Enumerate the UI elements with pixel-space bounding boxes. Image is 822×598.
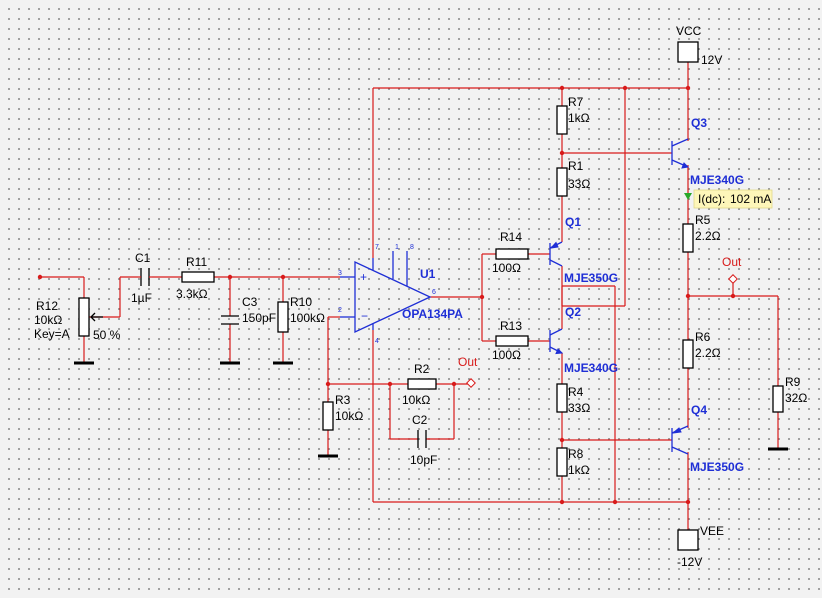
r8-ref: R8 — [568, 447, 584, 461]
c1-ref: C1 — [135, 251, 151, 265]
r10-ref: R10 — [290, 295, 312, 309]
r1-ref: R1 — [568, 159, 584, 173]
r12-ref: R12 — [36, 299, 58, 313]
vcc-value: 12V — [701, 53, 722, 67]
wires — [40, 62, 779, 530]
resistor-r10[interactable]: R10 100kΩ — [277, 295, 325, 333]
c2-ref: C2 — [412, 413, 428, 427]
capacitor-c3[interactable]: C3 150pF — [221, 295, 276, 325]
resistor-r8[interactable]: R8 1kΩ — [556, 447, 590, 477]
capacitor-c1[interactable]: C1 1µF — [131, 251, 152, 305]
out-probe-1-label: Out — [458, 355, 478, 369]
c2-value: 10pF — [410, 453, 437, 467]
r5-value: 2.2Ω — [695, 229, 721, 243]
opamp-u1[interactable]: + − 7 1 8 3 2 6 4 U1 OPA134PA — [338, 244, 463, 345]
r7-value: 1kΩ — [568, 111, 590, 125]
r13-value: 100Ω — [492, 348, 521, 362]
out-probe-1[interactable]: Out — [458, 355, 478, 388]
u1-minus-sign: − — [361, 309, 368, 323]
r12-wiper: 50 % — [93, 328, 121, 342]
r12-value: 10kΩ — [34, 313, 62, 327]
q1-ref: Q1 — [565, 215, 581, 229]
q2-ref: Q2 — [565, 305, 581, 319]
current-probe[interactable]: I(dc): 102 mA — [684, 189, 773, 209]
out-probe-2-label: Out — [722, 255, 742, 269]
resistor-r11[interactable]: R11 3.3kΩ — [176, 255, 215, 301]
u1-part: OPA134PA — [402, 307, 463, 321]
r7-ref: R7 — [568, 95, 584, 109]
r11-value: 3.3kΩ — [176, 287, 208, 301]
vee-source[interactable]: VEE -12V — [677, 524, 724, 569]
r2-value: 10kΩ — [402, 393, 430, 407]
resistor-r5[interactable]: R5 2.2Ω — [682, 213, 721, 253]
u1-pin-1: 1 — [395, 244, 399, 251]
r3-ref: R3 — [335, 393, 351, 407]
resistor-r6[interactable]: R6 2.2Ω — [682, 330, 721, 369]
r11-ref: R11 — [186, 255, 207, 269]
resistor-r3[interactable]: R3 10kΩ — [322, 393, 363, 431]
vcc-source[interactable]: VCC 12V — [676, 24, 722, 67]
out-probe-2[interactable]: Out — [722, 255, 742, 284]
current-probe-label: I(dc): — [698, 192, 725, 206]
c3-value: 150pF — [242, 311, 276, 325]
current-probe-box — [693, 189, 773, 209]
resistor-r7[interactable]: R7 1kΩ — [556, 95, 590, 135]
vcc-name: VCC — [676, 24, 702, 38]
resistor-r1[interactable]: R1 33Ω — [556, 159, 590, 197]
u1-pin-4: 4 — [375, 338, 379, 345]
r8-value: 1kΩ — [568, 463, 590, 477]
transistor-q2[interactable]: Q2 MJE340G — [549, 305, 618, 375]
q2-part: MJE340G — [564, 361, 618, 375]
u1-ref: U1 — [420, 267, 436, 281]
q3-ref: Q3 — [691, 116, 707, 130]
r14-ref: R14 — [500, 230, 522, 244]
r4-value: 33Ω — [568, 401, 590, 415]
r6-value: 2.2Ω — [695, 346, 721, 360]
q4-ref: Q4 — [691, 403, 707, 417]
r9-ref: R9 — [785, 375, 801, 389]
r2-ref: R2 — [414, 362, 430, 376]
resistor-r14[interactable]: R14 100Ω — [492, 230, 529, 275]
u1-pin-8: 8 — [410, 244, 414, 251]
r9-value: 32Ω — [785, 391, 807, 405]
vee-name: VEE — [700, 524, 724, 538]
u1-plus-sign: + — [360, 270, 367, 284]
q4-part: MJE350G — [690, 460, 744, 474]
capacitor-c2[interactable]: C2 10pF — [410, 413, 437, 467]
u1-pin-3: 3 — [338, 270, 342, 277]
r12-key: Key=A — [34, 327, 70, 341]
resistor-r13[interactable]: R13 100Ω — [492, 319, 529, 362]
r10-value: 100kΩ — [290, 311, 325, 325]
current-probe-arrow-icon — [684, 193, 692, 200]
resistor-r9[interactable]: R9 32Ω — [772, 375, 807, 413]
resistor-r4[interactable]: R4 33Ω — [556, 383, 590, 415]
r1-value: 33Ω — [568, 177, 590, 191]
u1-pin-2: 2 — [338, 307, 342, 314]
vee-value: -12V — [677, 555, 702, 569]
input-terminal[interactable] — [37, 274, 43, 280]
u1-pin-6: 6 — [432, 289, 436, 296]
ground-symbols — [74, 361, 788, 458]
q1-part: MJE350G — [564, 271, 618, 285]
c1-value: 1µF — [131, 291, 152, 305]
c3-ref: C3 — [242, 295, 258, 309]
junction-dots — [227, 85, 736, 505]
r4-ref: R4 — [568, 385, 584, 399]
potentiometer-r12[interactable]: R12 10kΩ Key=A 50 % — [34, 297, 121, 342]
r6-ref: R6 — [695, 330, 711, 344]
r13-ref: R13 — [500, 319, 522, 333]
q3-part: MJE340G — [690, 173, 744, 187]
u1-pin-7: 7 — [375, 244, 379, 251]
transistor-q3[interactable]: Q3 MJE340G — [671, 116, 744, 187]
current-probe-value: 102 mA — [730, 192, 771, 206]
r3-value: 10kΩ — [335, 409, 363, 423]
transistor-q1[interactable]: Q1 MJE350G — [549, 215, 618, 285]
resistor-r2[interactable]: R2 10kΩ — [402, 362, 437, 407]
transistor-q4[interactable]: Q4 MJE350G — [671, 403, 744, 474]
r14-value: 100Ω — [492, 261, 521, 275]
r5-ref: R5 — [695, 213, 711, 227]
